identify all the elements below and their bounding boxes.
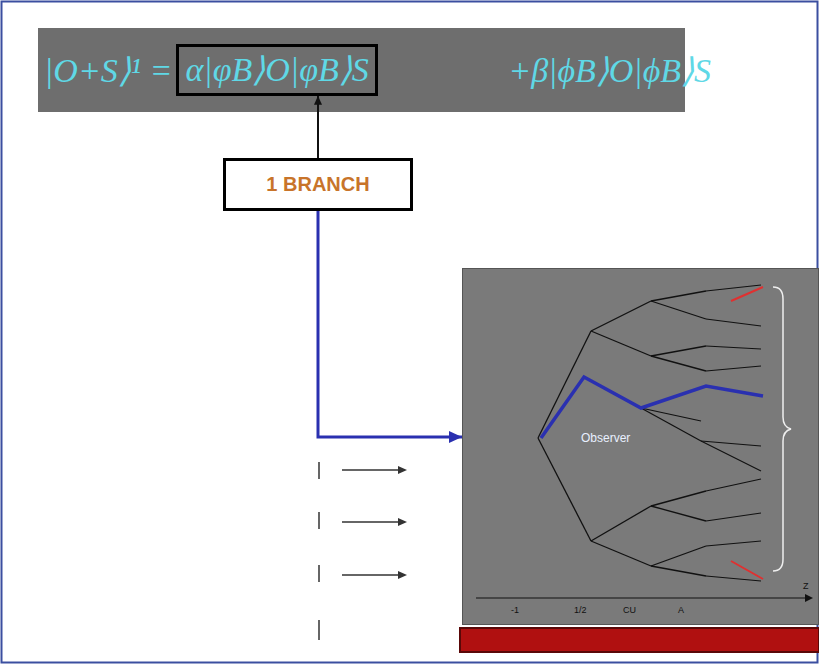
axis-tick-label: Z [803, 581, 809, 591]
tree-branch [651, 301, 706, 319]
time-markers [319, 462, 400, 640]
axis-arrowhead [805, 594, 813, 602]
red-bar [460, 628, 819, 652]
formula-text: +β|ϕB⟩O|ϕB⟩S [508, 52, 711, 89]
axis-tick-label: 1/2 [574, 605, 587, 615]
branch-label-box: 1 BRANCH [223, 158, 413, 211]
red-tip [731, 561, 763, 579]
tree-branch [706, 479, 761, 491]
axis-tick-label: A [678, 605, 684, 615]
tree-branch [651, 346, 706, 356]
outcome-brace [773, 287, 791, 571]
observed-branch [541, 377, 763, 438]
marker-arrowheads [398, 466, 407, 579]
branching-tree-panel: Observer -1 1/2 CU A Z [462, 268, 819, 625]
branch-term-box: α|φB⟩O|φB⟩S [176, 44, 377, 95]
time-axis [476, 597, 807, 598]
tree-branch [538, 331, 591, 438]
tree-branch [538, 438, 591, 541]
red-tip [731, 287, 763, 301]
tree-branch [706, 346, 761, 349]
observer-label: Observer [581, 431, 630, 445]
tree-branch [651, 506, 706, 521]
branch-link-arrow [318, 211, 462, 437]
tree-branch [591, 506, 651, 541]
axis-tick-label: -1 [511, 605, 519, 615]
tree-branch [641, 408, 701, 421]
tree-branch [591, 331, 651, 356]
tree-branch [651, 491, 706, 506]
tree-branch [706, 366, 761, 371]
tree-branch [706, 541, 761, 546]
formula-term: α|φB⟩O|φB⟩S [185, 51, 368, 88]
branch-label: 1 BRANCH [248, 173, 388, 196]
tree-branch [706, 319, 761, 326]
tree-branch [706, 285, 761, 291]
tree-branch [651, 546, 706, 566]
pointer-arrow [317, 96, 319, 158]
tree-branch [641, 408, 701, 441]
tree-branch [651, 356, 706, 371]
tree-branch [701, 441, 761, 471]
tree-branch [706, 576, 761, 581]
tree-branch [591, 301, 651, 331]
branching-tree [463, 269, 819, 626]
tree-branch [651, 566, 706, 576]
axis-tick-label: CU [623, 605, 636, 615]
tree-branch [706, 513, 761, 521]
tree-branch [591, 541, 651, 566]
tree-branch [651, 291, 706, 301]
formula-text: |O+S⟩¹ = [44, 52, 172, 89]
